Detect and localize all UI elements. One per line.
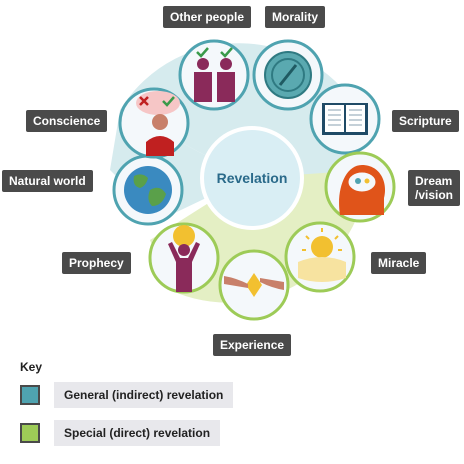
node-miracle bbox=[284, 221, 356, 293]
label-miracle: Miracle bbox=[371, 252, 427, 274]
key-title: Key bbox=[20, 360, 43, 374]
label-conscience: Conscience bbox=[26, 110, 108, 132]
label-natural-world: Natural world bbox=[2, 170, 93, 192]
label-prophecy: Prophecy bbox=[62, 252, 131, 274]
node-prophecy bbox=[148, 222, 220, 294]
thinking-person-icon bbox=[136, 91, 180, 156]
globe-icon bbox=[124, 166, 172, 214]
label-morality: Morality bbox=[265, 6, 326, 28]
node-scripture bbox=[309, 83, 381, 155]
node-conscience bbox=[118, 87, 190, 159]
label-dream: Dream /vision bbox=[408, 170, 461, 206]
label-other-people: Other people bbox=[163, 6, 252, 28]
node-experience bbox=[218, 249, 290, 321]
compass-icon bbox=[264, 51, 312, 99]
node-morality bbox=[252, 39, 324, 111]
key-general-row: General (indirect) revelation bbox=[20, 382, 234, 408]
node-other-people bbox=[178, 39, 250, 111]
center-circle bbox=[200, 126, 304, 230]
people-icon bbox=[194, 47, 235, 102]
book-icon bbox=[322, 103, 368, 135]
key-general-swatch bbox=[20, 385, 40, 405]
label-dream-line1: Dream bbox=[415, 174, 453, 188]
label-scripture: Scripture bbox=[392, 110, 459, 132]
key-special-swatch bbox=[20, 423, 40, 443]
center-label: Revelation bbox=[217, 170, 288, 186]
touching-hands-icon bbox=[224, 273, 284, 297]
key-special-row: Special (direct) revelation bbox=[20, 420, 221, 446]
key-special-label: Special (direct) revelation bbox=[54, 420, 221, 446]
prophet-icon bbox=[168, 225, 200, 292]
sunburst-icon bbox=[298, 228, 346, 282]
dreaming-head-icon bbox=[339, 165, 386, 215]
label-experience: Experience bbox=[213, 334, 292, 356]
node-dream bbox=[324, 151, 396, 223]
label-dream-line2: /vision bbox=[415, 188, 454, 202]
key-general-label: General (indirect) revelation bbox=[54, 382, 234, 408]
node-natural-world bbox=[112, 154, 184, 226]
